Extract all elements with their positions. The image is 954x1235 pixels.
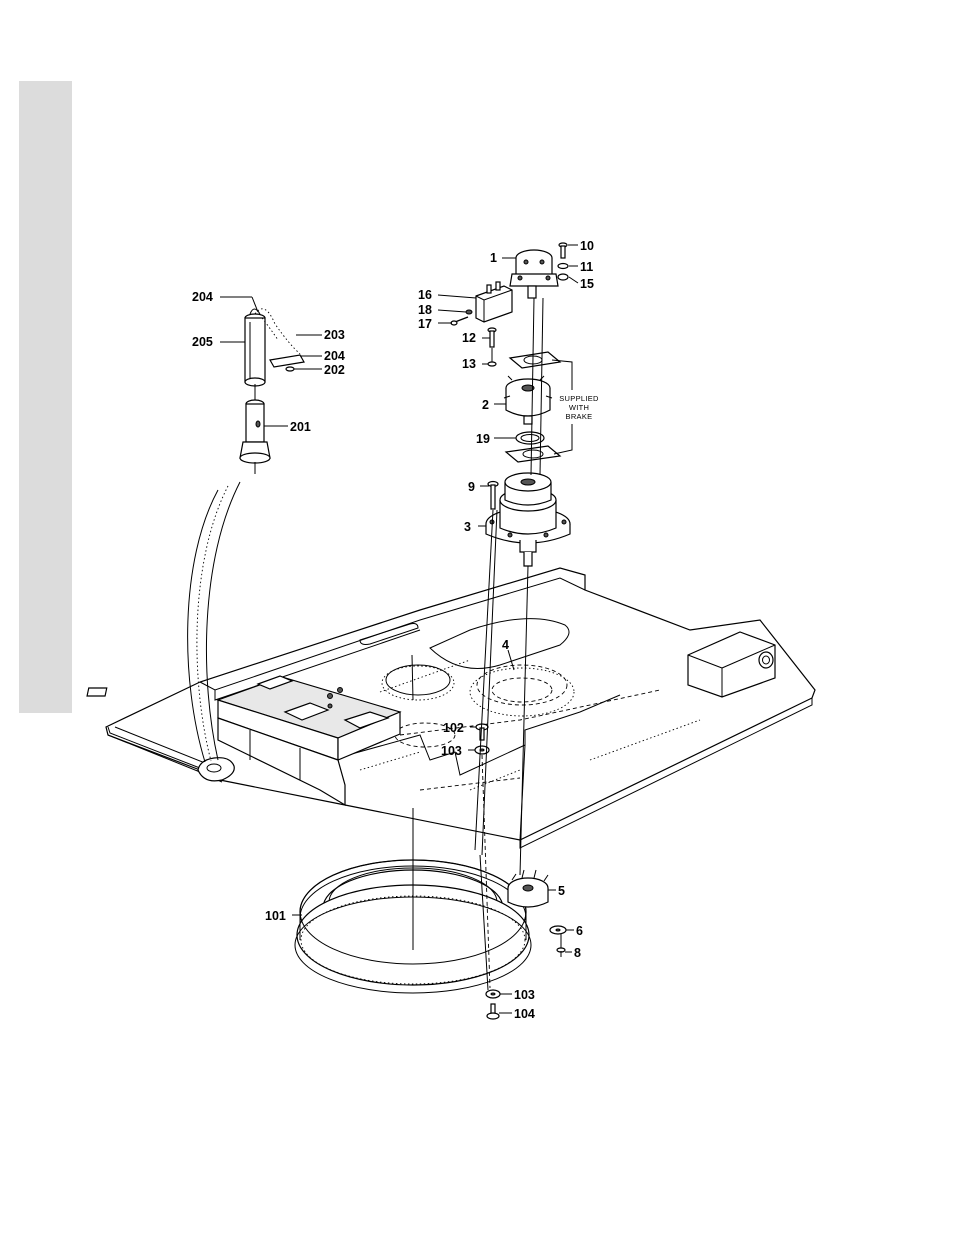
callout-3: 3: [464, 520, 471, 534]
socket-201: [240, 400, 270, 474]
callout-2: 2: [482, 398, 489, 412]
callout-204-bottom: 204: [324, 349, 345, 363]
bolt-9: [488, 482, 498, 510]
callout-8: 8: [574, 946, 581, 960]
callout-103-bottom: 103: [514, 988, 535, 1002]
bolt-104: [487, 1004, 499, 1019]
bolt-10: [559, 243, 567, 258]
callout-1: 1: [490, 251, 497, 265]
washer-11: [558, 264, 568, 269]
callout-18: 18: [418, 303, 432, 317]
base-frame: [106, 568, 815, 848]
valve-block-16: [476, 282, 512, 322]
callout-205: 205: [192, 335, 213, 349]
callout-6: 6: [576, 924, 583, 938]
callout-203: 203: [324, 328, 345, 342]
nut-15: [558, 274, 568, 280]
brake-note: SUPPLIED WITH BRAKE: [559, 394, 599, 421]
callout-204-top: 204: [192, 290, 213, 304]
brake-2: [504, 376, 552, 424]
pinion-gear: [508, 870, 554, 907]
bolt-17: [451, 317, 468, 325]
callout-16: 16: [418, 288, 432, 302]
callout-19: 19: [476, 432, 490, 446]
callout-201: 201: [290, 420, 311, 434]
callout-13: 13: [462, 357, 476, 371]
hydraulic-motor-1: [510, 250, 558, 298]
callout-9: 9: [468, 480, 475, 494]
cotter-202: [286, 367, 294, 371]
callout-202: 202: [324, 363, 345, 377]
callout-5: 5: [558, 884, 565, 898]
brake-note-line2: WITH: [569, 403, 589, 412]
callout-103-top: 103: [441, 744, 462, 758]
washer-18: [466, 310, 472, 314]
gasket-bottom: [506, 446, 560, 462]
pin-205: [245, 314, 265, 386]
washer-13: [488, 362, 496, 366]
callout-12: 12: [462, 331, 476, 345]
brake-note-line1: SUPPLIED: [559, 394, 599, 403]
washer-103-bottom: [486, 990, 500, 998]
callout-17: 17: [418, 317, 432, 331]
callout-10: 10: [580, 239, 594, 253]
brake-note-line3: BRAKE: [566, 412, 593, 421]
callout-104: 104: [514, 1007, 535, 1021]
callout-101: 101: [265, 909, 286, 923]
callout-4: 4: [502, 638, 509, 652]
seal-19: [516, 432, 544, 444]
gearbox-3: [486, 473, 570, 566]
washer-6: [550, 926, 566, 934]
callout-15: 15: [580, 277, 594, 291]
bolt-8: [557, 948, 565, 957]
callout-11: 11: [580, 260, 593, 274]
callout-102: 102: [443, 721, 464, 735]
